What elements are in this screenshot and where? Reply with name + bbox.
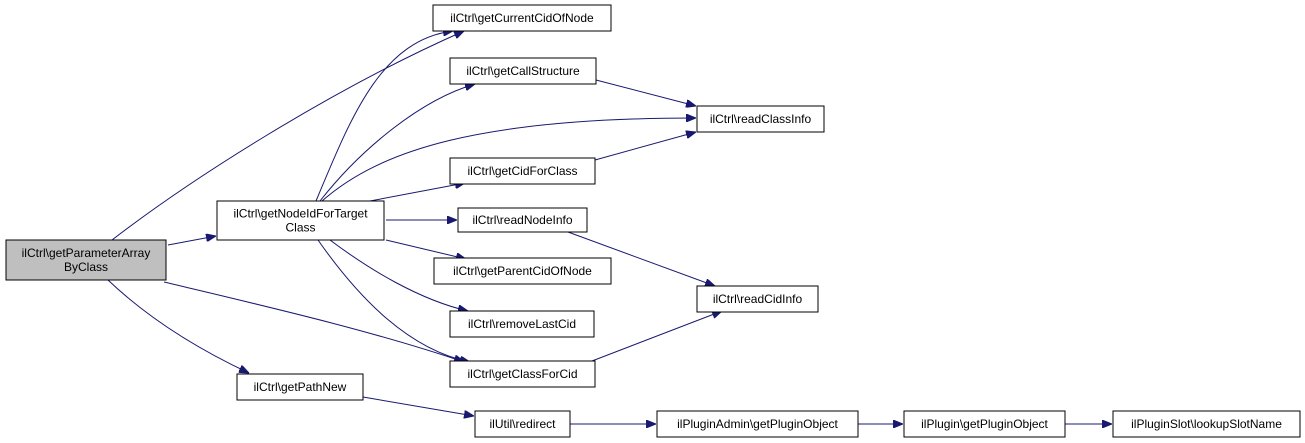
node-box-root <box>5 239 167 281</box>
node-redirect[interactable]: ilUtil\redirect <box>474 410 571 438</box>
node-label-pluginGetPluginObject: ilPlugin\getPluginObject <box>921 417 1048 431</box>
node-getPathNew[interactable]: ilCtrl\getPathNew <box>236 373 364 401</box>
node-box-getCallStructure <box>449 57 597 85</box>
node-label-readClassInfo: ilCtrl\readClassInfo <box>710 112 812 126</box>
edges-layer <box>107 31 1112 424</box>
node-label-pluginAdminGetPluginObject: ilPluginAdmin\getPluginObject <box>677 417 838 431</box>
nodes-layer: ilCtrl\getParameterArrayByClassilCtrl\ge… <box>5 4 1301 438</box>
node-label-getCurrentCidOfNode: ilCtrl\getCurrentCidOfNode <box>450 11 594 25</box>
node-label-getPathNew: ilCtrl\getPathNew <box>254 380 347 394</box>
node-label-readCidInfo: ilCtrl\readCidInfo <box>713 292 803 306</box>
edge-root-to-getClassForCid <box>163 281 464 362</box>
node-box-getNodeIdForTargetClass <box>216 200 385 241</box>
node-box-readNodeInfo <box>457 207 588 233</box>
node-box-lookupSlotName <box>1112 410 1301 438</box>
node-getClassForCid[interactable]: ilCtrl\getClassForCid <box>449 360 596 388</box>
node-getCurrentCidOfNode[interactable]: ilCtrl\getCurrentCidOfNode <box>432 4 612 32</box>
node-box-getCidForClass <box>449 157 596 185</box>
node-box-redirect <box>474 410 571 438</box>
node-getCidForClass[interactable]: ilCtrl\getCidForClass <box>449 157 596 185</box>
edge-root-to-getCurrentCidOfNode <box>111 31 464 241</box>
node-lookupSlotName[interactable]: ilPluginSlot\lookupSlotName <box>1112 410 1301 438</box>
node-label-redirect: ilUtil\redirect <box>489 417 556 431</box>
node-box-getPathNew <box>236 373 364 401</box>
edge-readNodeInfo-to-readCidInfo <box>567 231 715 286</box>
node-label-readNodeInfo: ilCtrl\readNodeInfo <box>472 213 572 227</box>
node-box-readCidInfo <box>696 285 819 313</box>
node-getCallStructure[interactable]: ilCtrl\getCallStructure <box>449 57 597 85</box>
node-box-getCurrentCidOfNode <box>432 4 612 32</box>
edge-getNodeIdForTargetClass-to-getCurrentCidOfNode <box>315 31 453 202</box>
edge-getCidForClass-to-readClassInfo <box>594 132 696 161</box>
node-label-root-line2: ByClass <box>64 260 108 274</box>
edge-getNodeIdForTargetClass-to-getCallStructure <box>319 84 475 202</box>
edge-getNodeIdForTargetClass-to-getParentCidOfNode <box>385 239 466 259</box>
node-box-pluginGetPluginObject <box>903 410 1066 438</box>
node-label-removeLastCid: ilCtrl\removeLastCid <box>468 317 576 331</box>
node-readCidInfo[interactable]: ilCtrl\readCidInfo <box>696 285 819 313</box>
node-label-root-line1: ilCtrl\getParameterArray <box>22 246 151 260</box>
node-label-getNodeIdForTargetClass-line1: ilCtrl\getNodeIdForTarget <box>233 207 368 221</box>
node-label-lookupSlotName: ilPluginSlot\lookupSlotName <box>1131 417 1282 431</box>
edge-getNodeIdForTargetClass-to-getCidForClass <box>369 183 465 202</box>
node-label-getClassForCid: ilCtrl\getClassForCid <box>467 367 577 381</box>
node-box-getClassForCid <box>449 360 596 388</box>
edge-getNodeIdForTargetClass-to-getClassForCid <box>317 239 470 362</box>
node-box-removeLastCid <box>449 310 595 338</box>
node-label-getParentCidOfNode: ilCtrl\getParentCidOfNode <box>453 264 592 278</box>
node-readNodeInfo[interactable]: ilCtrl\readNodeInfo <box>457 207 588 233</box>
node-label-getCidForClass: ilCtrl\getCidForClass <box>467 164 577 178</box>
node-removeLastCid[interactable]: ilCtrl\removeLastCid <box>449 310 595 338</box>
edge-getNodeIdForTargetClass-to-removeLastCid <box>329 239 468 311</box>
edge-getPathNew-to-redirect <box>362 396 474 416</box>
node-box-readClassInfo <box>696 105 825 133</box>
edge-root-to-getPathNew <box>107 279 249 373</box>
node-pluginAdminGetPluginObject[interactable]: ilPluginAdmin\getPluginObject <box>656 410 859 438</box>
edge-getClassForCid-to-readCidInfo <box>591 311 722 362</box>
node-label-getCallStructure: ilCtrl\getCallStructure <box>466 64 580 78</box>
edge-getCallStructure-to-readClassInfo <box>595 79 696 106</box>
node-label-getNodeIdForTargetClass-line2: Class <box>285 221 315 235</box>
node-box-getParentCidOfNode <box>433 257 612 285</box>
node-pluginGetPluginObject[interactable]: ilPlugin\getPluginObject <box>903 410 1066 438</box>
node-readClassInfo[interactable]: ilCtrl\readClassInfo <box>696 105 825 133</box>
edge-root-to-getNodeIdForTargetClass <box>167 236 216 246</box>
node-box-pluginAdminGetPluginObject <box>656 410 859 438</box>
edge-getNodeIdForTargetClass-to-readClassInfo <box>321 118 696 202</box>
node-getParentCidOfNode[interactable]: ilCtrl\getParentCidOfNode <box>433 257 612 285</box>
